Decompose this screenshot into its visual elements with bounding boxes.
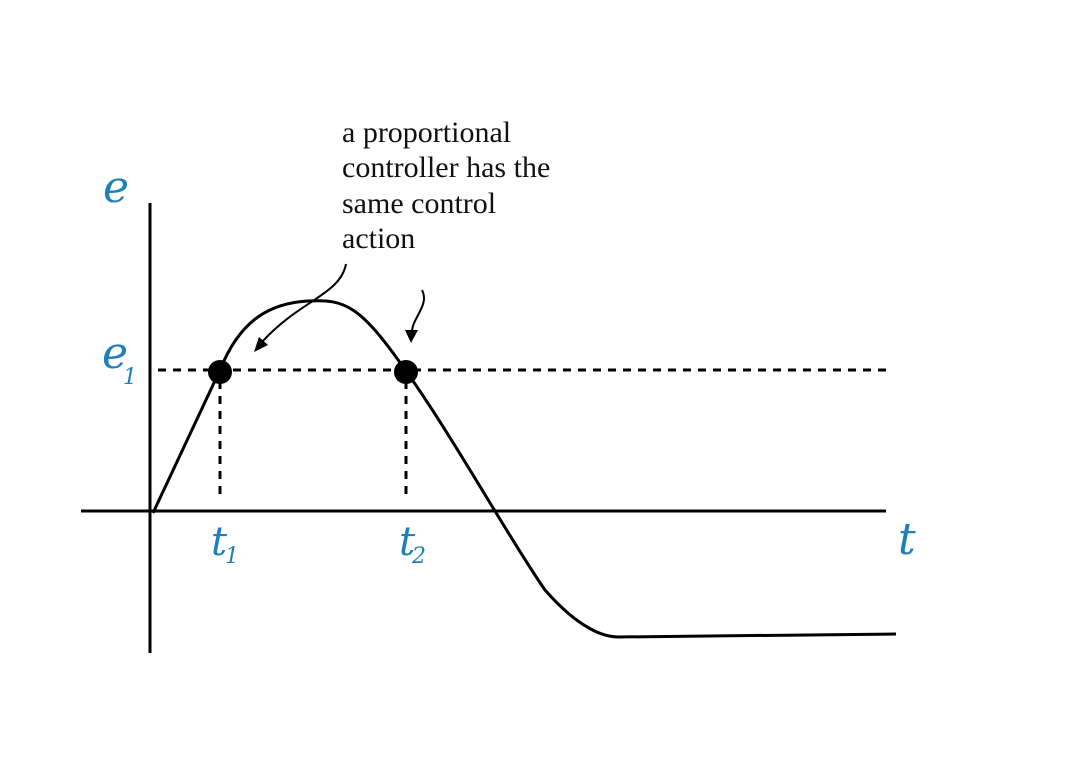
t2-tick-label: t [399,519,416,565]
arrow-to-rising-segment-head [254,337,268,352]
t1-subscript: 1 [225,544,239,569]
annotation-line: controller has the [342,151,550,184]
annotation-line: a proportional [342,116,511,149]
x-axis-label: t [898,514,916,565]
y-axis-label: e [103,162,129,213]
t2-point [394,360,418,384]
t1-tick-label: t [211,519,228,565]
annotation-line: same control [342,187,496,220]
arrow-to-falling-segment [411,289,425,333]
error-curve [151,299,897,639]
annotation-text: a proportional controller has the same c… [342,116,558,255]
annotation-line: action [342,222,415,255]
e1-base: e [102,328,128,379]
e1-subscript: 1 [123,365,137,390]
t1-point [208,360,232,384]
t2-subscript: 2 [411,544,426,569]
arrow-to-falling-segment-head [405,330,418,343]
e1-level-label: e [102,328,128,379]
arrow-to-rising-segment [261,263,347,343]
